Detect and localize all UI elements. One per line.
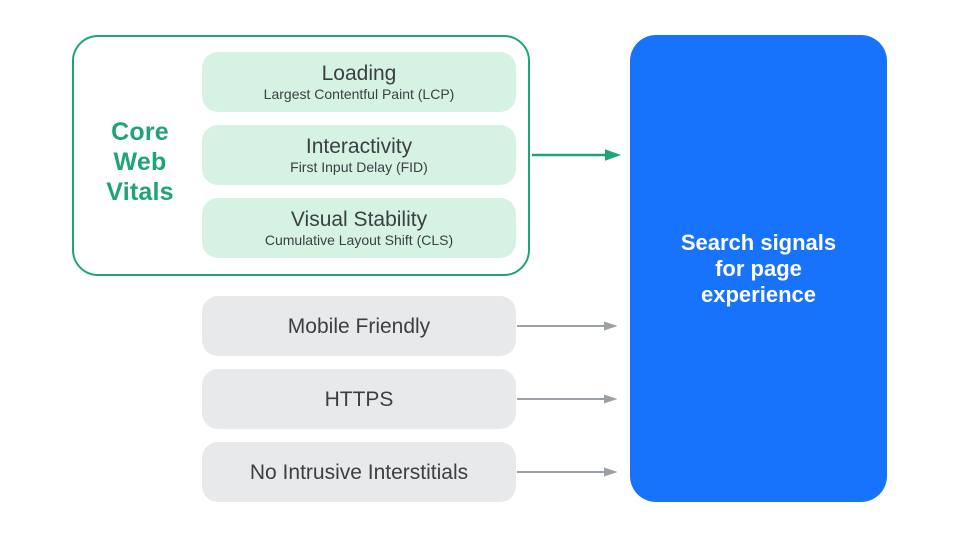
signal-visual-stability: Visual Stability Cumulative Layout Shift… (202, 198, 516, 258)
signal-loading-subtitle: Largest Contentful Paint (LCP) (263, 86, 455, 102)
core-web-vitals-label: Core Web Vitals (106, 118, 174, 206)
signal-mobile-friendly-label: Mobile Friendly (287, 314, 431, 338)
signal-visual-stability-title: Visual Stability (290, 208, 428, 231)
signal-https-label: HTTPS (324, 387, 394, 411)
core-web-vitals-container (72, 35, 530, 276)
signal-interactivity-subtitle: First Input Delay (FID) (290, 159, 428, 175)
search-signals-label: Search signals for page experience (680, 229, 837, 307)
search-signals-box: Search signals for page experience (630, 35, 887, 502)
arrow-right-gray-icon (517, 321, 618, 331)
signal-https: HTTPS (202, 369, 516, 429)
signal-no-intrusive-interstitials-label: No Intrusive Interstitials (249, 460, 469, 484)
signal-visual-stability-subtitle: Cumulative Layout Shift (CLS) (264, 232, 454, 248)
signal-no-intrusive-interstitials: No Intrusive Interstitials (202, 442, 516, 502)
signal-interactivity: Interactivity First Input Delay (FID) (202, 125, 516, 185)
arrow-right-gray-icon (517, 467, 618, 477)
signal-mobile-friendly: Mobile Friendly (202, 296, 516, 356)
signal-loading: Loading Largest Contentful Paint (LCP) (202, 52, 516, 112)
signal-loading-title: Loading (321, 62, 397, 85)
arrow-right-green-icon (532, 149, 621, 161)
arrow-right-gray-icon (517, 394, 618, 404)
signal-interactivity-title: Interactivity (305, 135, 413, 158)
